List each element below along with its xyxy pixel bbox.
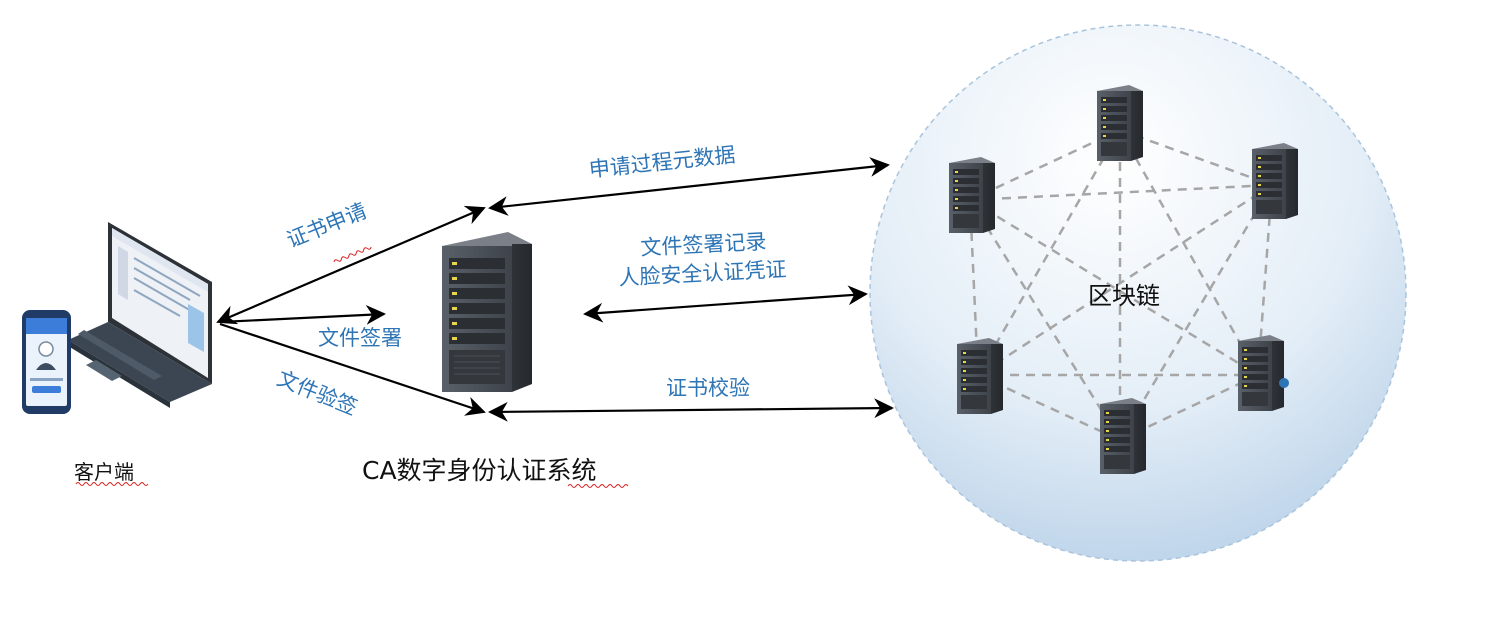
ca-system-label: CA数字身份认证系统 <box>362 456 597 485</box>
blockchain-network <box>869 24 1407 562</box>
chain-node-4-icon <box>957 338 1003 414</box>
arrow-cert-apply <box>216 205 486 325</box>
arrow-file-verify <box>219 322 486 416</box>
chain-node-6-icon <box>1100 398 1146 474</box>
chain-node-2-icon <box>949 157 995 233</box>
edge-label-file-sign: 文件签署 <box>318 326 402 350</box>
chain-node-3-icon <box>1252 143 1298 219</box>
chain-arrows <box>488 157 894 422</box>
blockchain-label: 区块链 <box>1088 282 1160 310</box>
spellcheck-underlines <box>75 246 629 488</box>
smartphone-icon <box>22 310 71 414</box>
client-label: 客户端 <box>74 460 134 484</box>
client-arrows <box>216 205 486 416</box>
ca-server-icon <box>442 232 532 392</box>
laptop-icon <box>68 222 212 408</box>
arrow-cert-check <box>488 398 894 422</box>
arrow-apply-metadata <box>488 157 890 216</box>
arrow-sign-record <box>583 285 868 323</box>
chain-node-5-icon <box>1238 335 1289 411</box>
chain-node-1-icon <box>1097 85 1143 161</box>
edge-label-cert-check: 证书校验 <box>666 376 750 400</box>
arrow-file-sign <box>219 304 386 325</box>
